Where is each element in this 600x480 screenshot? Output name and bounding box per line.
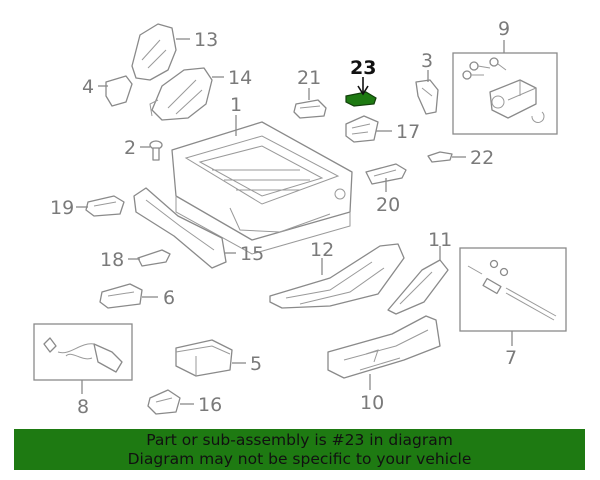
part-16[interactable] (147, 389, 194, 415)
part-19[interactable] (76, 195, 125, 217)
label-12: 12 (310, 239, 334, 261)
notice-banner: Part or sub-assembly is #23 in diagram D… (14, 429, 585, 470)
label-15: 15 (240, 243, 264, 265)
label-8: 8 (77, 396, 89, 418)
label-20: 20 (376, 194, 400, 216)
part-21[interactable] (293, 88, 327, 119)
part-15[interactable] (133, 187, 236, 269)
part-4[interactable] (98, 75, 133, 107)
label-4: 4 (82, 76, 94, 98)
label-5: 5 (250, 353, 262, 375)
label-11: 11 (428, 229, 452, 251)
label-2: 2 (124, 137, 136, 159)
label-22: 22 (470, 147, 494, 169)
part-18[interactable] (128, 249, 171, 267)
label-18: 18 (100, 249, 124, 271)
part-22[interactable] (427, 151, 466, 163)
part-1[interactable] (171, 115, 353, 255)
label-14: 14 (228, 67, 252, 89)
label-21: 21 (297, 67, 321, 89)
label-23: 23 (350, 57, 376, 79)
part-13[interactable] (131, 23, 190, 81)
part-10[interactable] (327, 315, 441, 390)
part-11[interactable] (387, 246, 449, 315)
notice-line-1: Part or sub-assembly is #23 in diagram (146, 431, 453, 449)
label-7: 7 (505, 347, 517, 369)
part-8[interactable] (33, 323, 133, 394)
label-6: 6 (163, 287, 175, 309)
part-23[interactable] (345, 77, 377, 107)
part-2[interactable] (140, 140, 163, 161)
part-3[interactable] (415, 70, 439, 115)
part-20[interactable] (365, 163, 407, 192)
part-17[interactable] (345, 115, 392, 143)
part-5[interactable] (175, 339, 246, 377)
label-9: 9 (498, 18, 510, 40)
part-12[interactable] (269, 243, 405, 309)
label-1: 1 (230, 94, 242, 116)
label-13: 13 (194, 29, 218, 51)
part-9[interactable] (452, 40, 558, 135)
label-16: 16 (198, 394, 222, 416)
label-10: 10 (360, 392, 384, 414)
part-7[interactable] (459, 247, 567, 346)
label-17: 17 (396, 121, 420, 143)
part-6[interactable] (99, 283, 158, 309)
label-3: 3 (421, 50, 433, 72)
label-19: 19 (50, 197, 74, 219)
part-14[interactable] (149, 67, 224, 121)
notice-line-2: Diagram may not be specific to your vehi… (127, 450, 472, 468)
